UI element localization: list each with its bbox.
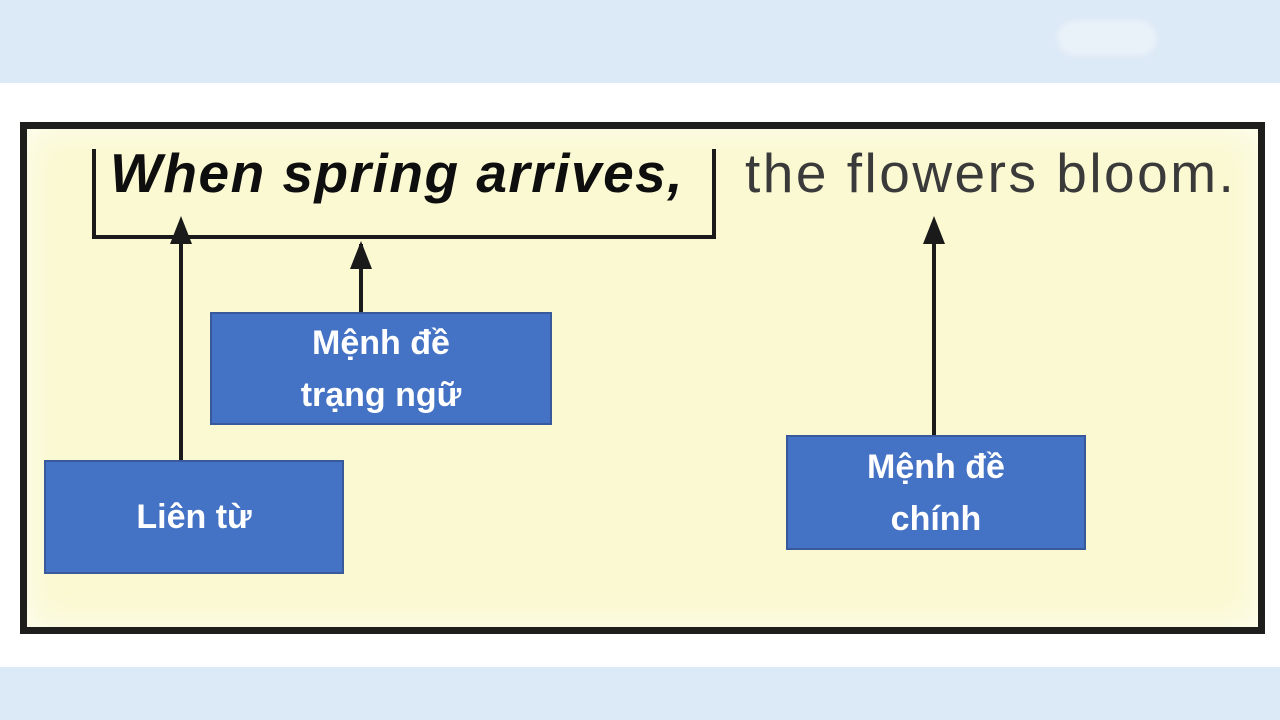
label-adverbial-line1: Mệnh đề [312,323,450,362]
label-box-adverbial-clause: Mệnh đề trạng ngữ [210,312,552,425]
main-clause-text: the flowers bloom. [745,142,1237,204]
dependent-clause-text: When spring arrives, [110,142,685,204]
label-main-line1: Mệnh đề [867,447,1005,486]
label-conjunction-text: Liên từ [136,498,252,536]
label-box-conjunction: Liên từ [44,460,344,574]
bottom-band [0,667,1280,720]
label-main-line2: chính [890,499,982,538]
top-band [0,0,1280,83]
watermark-shape [1057,20,1157,56]
label-box-main-clause: Mệnh đề chính [786,435,1086,550]
label-adverbial-line2: trạng ngữ [300,375,462,414]
